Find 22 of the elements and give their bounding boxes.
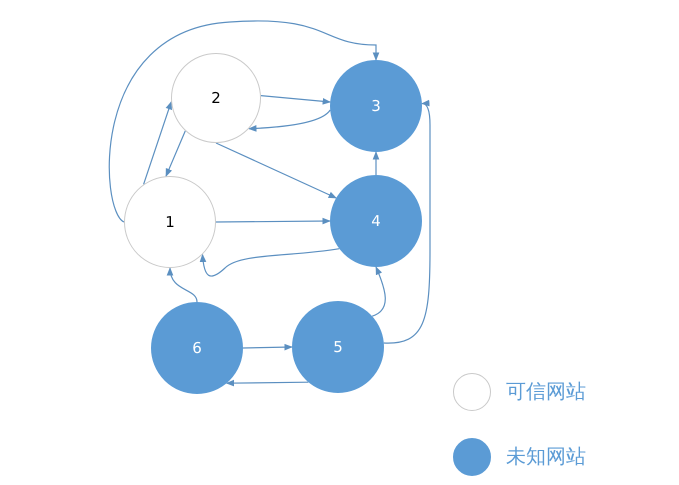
arrow [260,95,332,105]
node-label: 6 [192,339,202,357]
arrow [200,248,340,277]
arrow [108,20,380,222]
node-label: 5 [333,338,343,356]
arrow [165,130,186,177]
arrow [143,101,172,184]
arrow [216,142,337,199]
node-label: 3 [371,97,381,115]
node-label: 2 [211,89,221,107]
arrow [226,380,308,386]
arrow [372,266,386,317]
arrow [384,100,431,344]
arrow [372,151,380,175]
arrow [216,218,331,224]
legend-label: 未知网站 [506,443,586,470]
arrow [242,344,293,351]
node-label: 4 [371,212,381,230]
arrow [167,267,198,302]
arrow [248,110,331,132]
legend-label: 可信网站 [506,378,586,405]
node-label: 1 [165,213,175,231]
